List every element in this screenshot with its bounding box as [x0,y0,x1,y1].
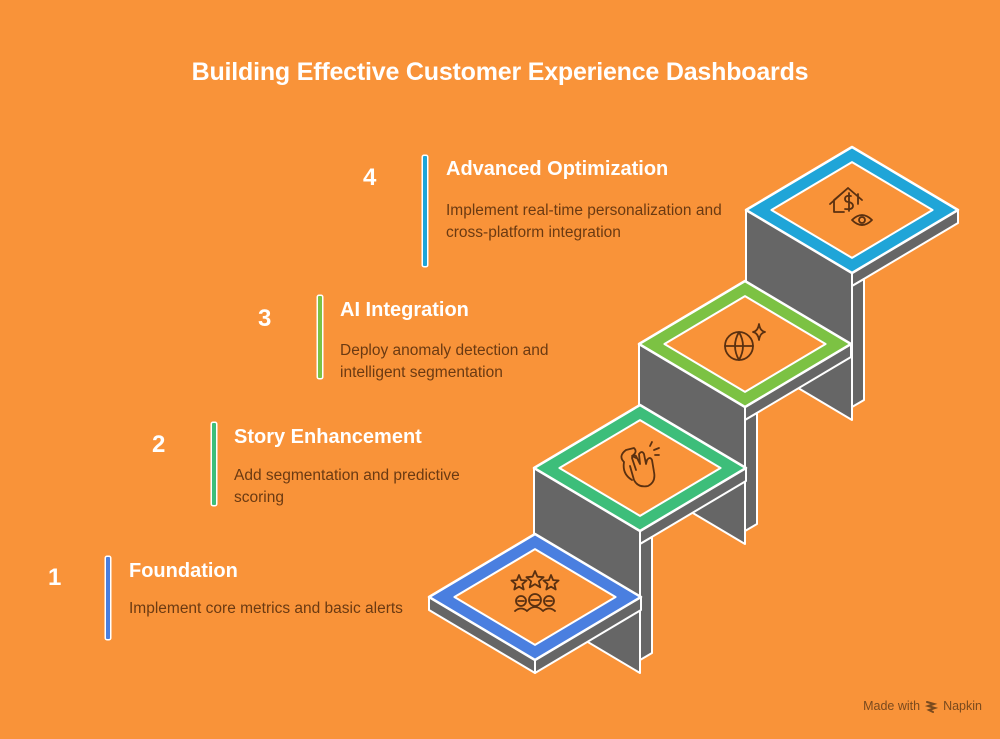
step-title: AI Integration [340,299,469,321]
step-number: 2 [152,431,166,458]
diagram-title: Building Effective Customer Experience D… [191,58,809,86]
house-dollar-eye-icon [829,187,873,226]
napkin-logo-icon [925,700,939,713]
step-accent-bar [423,156,427,266]
star-right [542,574,560,591]
sparkle [752,323,766,341]
globe-lines [724,331,754,361]
step-description: Add segmentation and predictive scoring [234,467,460,506]
people-shoulders [514,599,556,612]
step-number: 1 [48,564,62,591]
step-title: Advanced Optimization [446,158,669,180]
globe-sparkle-icon [724,323,766,361]
step-description: Implement core metrics and basic alerts [129,600,403,617]
stair-riser-edge [851,278,865,408]
step-number: 3 [258,305,272,332]
stair-riser-edge [639,536,653,661]
step-accent-bar [318,296,322,378]
step-title: Foundation [129,560,238,582]
step-accent-bar [212,423,216,505]
footer-credit: Made with Napkin [863,699,982,713]
stair-top-inner [453,548,617,646]
stair-riser-edge [744,412,758,532]
napkin-brand: Napkin [943,699,982,713]
step-title: Story Enhancement [234,426,422,448]
person-right-head [543,595,555,607]
step-accent-bar [106,557,110,639]
person-left-head [515,595,527,607]
house-outline [829,187,863,213]
star-left [510,574,528,591]
front-hand [629,451,656,488]
dollar-sign [844,192,854,212]
step-description: Implement real-time personalization and … [446,202,722,241]
star-center [525,570,545,589]
eye-pupil [858,216,866,224]
stair-top-inner [558,419,722,517]
stair-top-inner [770,161,934,259]
person-center-head [528,593,542,607]
stair-step-1 [427,532,643,674]
step-number: 4 [363,164,377,191]
eye-outline [851,214,873,226]
clapping-hands-icon [620,441,660,488]
made-with-label: Made with [863,699,921,713]
stars-people-icon [510,570,560,612]
stair-top-inner [663,295,827,393]
clap-lines [649,441,660,456]
step-description: Deploy anomaly detection and intelligent… [340,342,549,381]
back-hand [620,447,637,481]
